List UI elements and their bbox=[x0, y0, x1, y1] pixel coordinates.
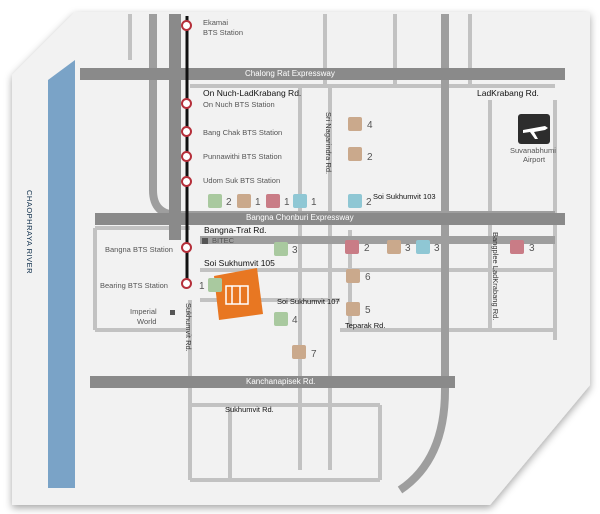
shopping-icon bbox=[292, 345, 306, 359]
bangchak-label: Bang Chak BTS Station bbox=[203, 128, 283, 137]
park-icon bbox=[274, 312, 288, 326]
poi-count: 1 bbox=[255, 197, 261, 208]
poi-count: 6 bbox=[365, 272, 371, 283]
park-icon bbox=[208, 194, 222, 208]
bangna-label: Bangna BTS Station bbox=[105, 245, 173, 254]
hospital-icon bbox=[345, 240, 359, 254]
mall-icon bbox=[348, 194, 362, 208]
onnuch-ladkrabang-label: On Nuch-LadKrabang Rd. bbox=[203, 88, 302, 98]
shopping-icon bbox=[237, 194, 251, 208]
expressways bbox=[80, 14, 565, 388]
bts-station-icon bbox=[181, 98, 192, 109]
imperial-marker bbox=[170, 310, 175, 315]
sukhumvit-v-label: Sukhumvit Rd. bbox=[184, 303, 193, 352]
teparak-label: Teparak Rd. bbox=[345, 321, 386, 330]
ekamai-label-1: Ekamai bbox=[203, 18, 229, 27]
srinagarindra-label: Sri Nagarindra Rd. bbox=[324, 112, 333, 175]
bts-station-icon bbox=[181, 242, 192, 253]
imperial-label-2: World bbox=[137, 317, 157, 326]
hospital-icon bbox=[266, 194, 280, 208]
udomsuk-label: Udom Suk BTS Station bbox=[203, 176, 281, 185]
bangna-chonburi-label: Bangna Chonburi Expressway bbox=[246, 213, 354, 222]
park-icon bbox=[274, 242, 288, 256]
poi-count: 7 bbox=[311, 349, 317, 360]
mall-icon bbox=[416, 240, 430, 254]
poi-count: 1 bbox=[311, 197, 317, 208]
bts-station-icon bbox=[181, 126, 192, 137]
chalong-label: Chalong Rat Expressway bbox=[245, 69, 335, 78]
bts-station-icon bbox=[181, 151, 192, 162]
poi-count: 3 bbox=[405, 243, 411, 254]
mall-icon bbox=[293, 194, 307, 208]
airport-label-1: Suvanabhumi bbox=[510, 146, 556, 155]
punnawithi-label: Punnawithi BTS Station bbox=[203, 152, 282, 161]
onnuch-label: On Nuch BTS Station bbox=[203, 100, 275, 109]
airport-label-2: Airport bbox=[523, 155, 546, 164]
airport-icon bbox=[518, 114, 550, 144]
soi103-label: Soi Sukhumvit 103 bbox=[373, 192, 436, 201]
bts-station-icon bbox=[181, 20, 192, 31]
kanchanapisek-label: Kanchanapisek Rd. bbox=[246, 377, 316, 386]
poi-count: 4 bbox=[292, 315, 298, 326]
minor-roads bbox=[93, 14, 557, 482]
bangplee-label: Bangplee LadKrabang Rd. bbox=[491, 232, 500, 321]
poi-count: 1 bbox=[284, 197, 290, 208]
bangna-trat-label: Bangna-Trat Rd. bbox=[204, 225, 267, 235]
poi-count: 2 bbox=[364, 243, 370, 254]
bts-station-icon bbox=[181, 176, 192, 187]
bitec-label: BITEC bbox=[212, 236, 235, 245]
poi-count: 3 bbox=[434, 243, 440, 254]
poi-count: 5 bbox=[365, 305, 371, 316]
soi107-label: Soi Sukhumvit 107 bbox=[277, 297, 340, 306]
chaophraya-river bbox=[48, 60, 75, 488]
poi-count: 1 bbox=[199, 281, 205, 292]
ladkrabang-label: LadKrabang Rd. bbox=[477, 88, 539, 98]
poi-count: 2 bbox=[366, 197, 372, 208]
park-icon bbox=[208, 278, 222, 292]
sukhumvit-h-label: Sukhumvit Rd. bbox=[225, 405, 274, 414]
river-label: CHAOPHRAYA RIVER bbox=[25, 190, 34, 274]
hospital-icon bbox=[510, 240, 524, 254]
shopping-icon bbox=[348, 117, 362, 131]
shopping-icon bbox=[387, 240, 401, 254]
ekamai-label-2: BTS Station bbox=[203, 28, 244, 37]
imperial-label-1: Imperial bbox=[130, 307, 157, 316]
bitec-marker bbox=[202, 238, 208, 244]
poi-count: 3 bbox=[292, 245, 298, 256]
shopping-icon bbox=[348, 147, 362, 161]
shopping-icon bbox=[346, 269, 360, 283]
poi-count: 4 bbox=[367, 120, 373, 131]
poi-count: 2 bbox=[367, 152, 373, 163]
poi-count: 2 bbox=[226, 197, 232, 208]
poi-count: 3 bbox=[529, 243, 535, 254]
soi105-label: Soi Sukhumvit 105 bbox=[204, 258, 275, 268]
bts-station-icon bbox=[181, 278, 192, 289]
bearing-label: Bearing BTS Station bbox=[100, 281, 168, 290]
project-marker bbox=[214, 268, 263, 320]
shopping-icon bbox=[346, 302, 360, 316]
